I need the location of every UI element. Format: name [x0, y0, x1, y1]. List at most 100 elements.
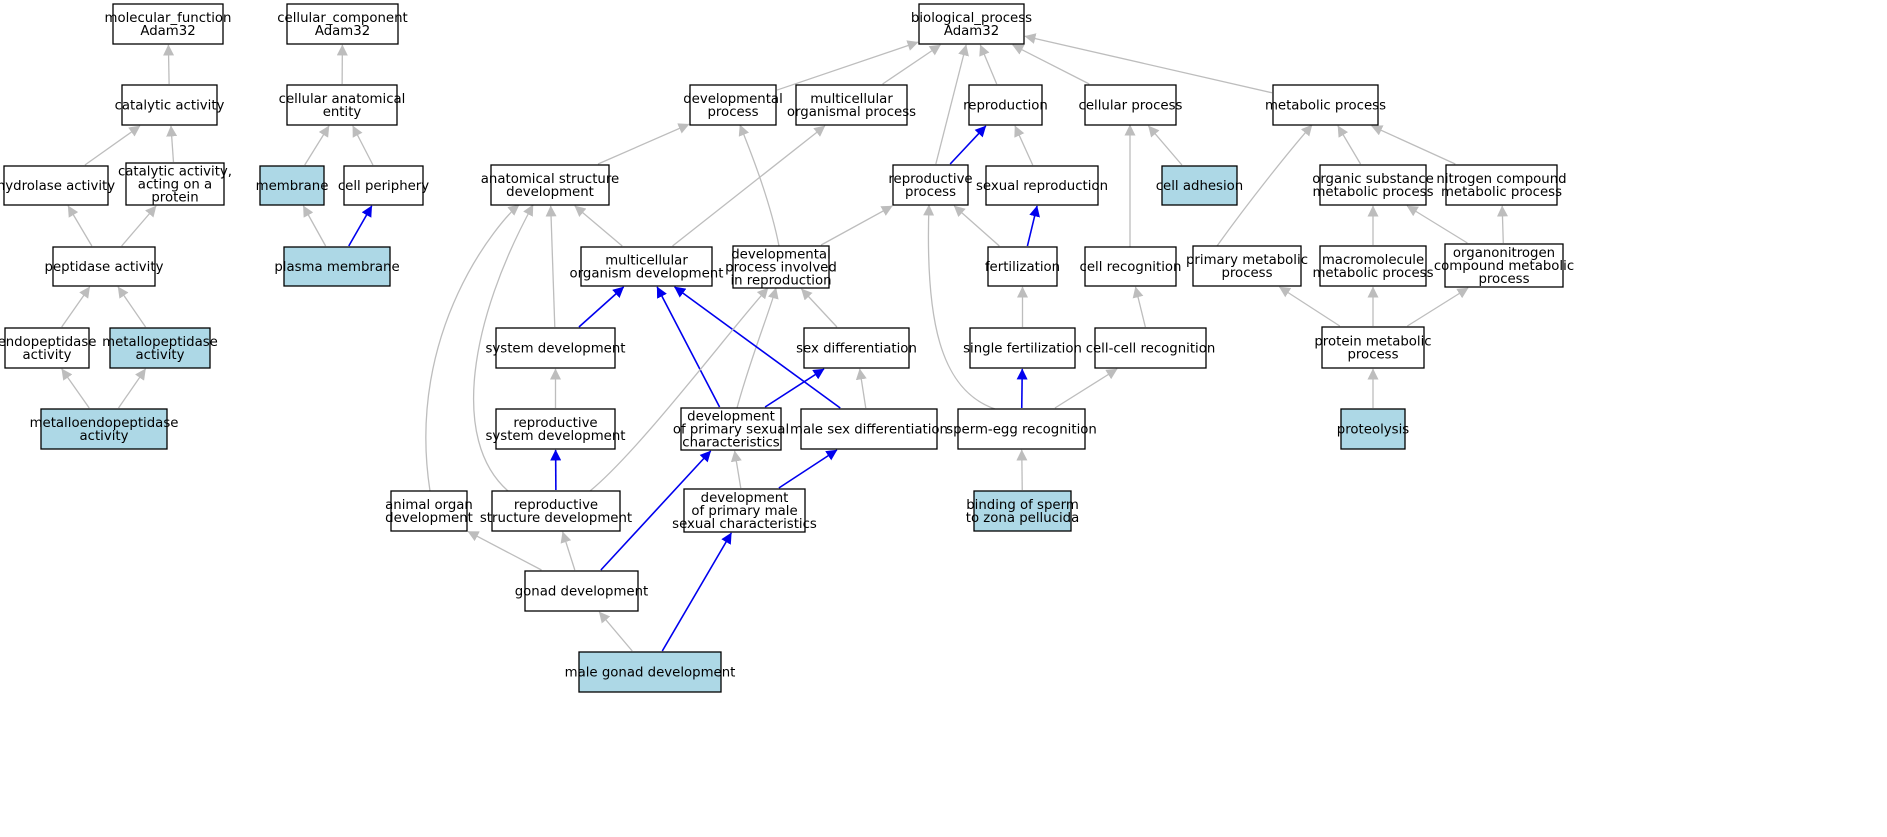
node-label-line: acting on a — [138, 178, 212, 193]
node-label-line: of primary male — [691, 504, 797, 519]
node-label-line: sexual characteristics — [672, 517, 817, 532]
node-box — [580, 246, 713, 287]
node-box — [918, 3, 1025, 45]
edge-cellproc-to-bp — [1012, 44, 1090, 85]
node-label-line: process — [1221, 266, 1272, 281]
node-membrane[interactable]: membrane — [256, 165, 329, 206]
node-label-line: cell adhesion — [1156, 179, 1244, 194]
node-box — [985, 165, 1099, 206]
node-celladh[interactable]: cell adhesion — [1156, 165, 1244, 206]
node-proteolysis[interactable]: proteolysis — [1337, 408, 1409, 450]
edge-spermegg-to-reproproc — [923, 204, 996, 410]
node-sysdev[interactable]: system development — [485, 327, 626, 369]
node-label-line: male gonad development — [565, 666, 736, 681]
node-box — [286, 3, 399, 45]
node-label-line: cell-cell recognition — [1086, 342, 1216, 357]
node-spermegg[interactable]: sperm-egg recognition — [946, 408, 1097, 450]
node-box — [1321, 326, 1425, 369]
node-malegonad[interactable]: male gonad development — [565, 651, 736, 693]
edge-reprostruct-to-devrepro — [589, 287, 769, 492]
node-label-line: animal organ — [385, 498, 473, 513]
node-malesexdiff[interactable]: male sex differentiation — [790, 408, 948, 450]
node-singlefert[interactable]: single fertilization — [963, 327, 1082, 369]
edge-malesexdiff-to-sexdiff — [855, 368, 867, 409]
node-gonaddev[interactable]: gonad development — [515, 570, 649, 612]
edge-catprot-to-catalytic — [166, 125, 178, 163]
node-box — [491, 490, 621, 532]
node-metab[interactable]: metabolic process — [1265, 84, 1386, 126]
node-box — [112, 3, 224, 45]
edge-reproproc-to-bp — [935, 44, 969, 165]
node-box — [987, 246, 1058, 287]
node-repro[interactable]: reproduction — [963, 84, 1048, 126]
node-label-line: development — [687, 410, 775, 425]
node-cellper[interactable]: cell periphery — [338, 165, 429, 206]
edge-plasmamem-to-membrane — [302, 205, 327, 247]
node-cellrec[interactable]: cell recognition — [1080, 246, 1182, 287]
node-label-line: protein metabolic — [1314, 335, 1431, 350]
edge-catalytic-to-mf — [163, 44, 175, 85]
node-label-line: metabolic process — [1312, 266, 1433, 281]
node-peptidase[interactable]: peptidase activity — [45, 246, 164, 287]
node-sexrepro[interactable]: sexual reproduction — [976, 165, 1108, 206]
node-label-line: metabolic process — [1265, 99, 1386, 114]
node-box — [3, 165, 109, 206]
node-box — [52, 246, 156, 287]
node-catalytic[interactable]: catalytic activity — [115, 84, 225, 126]
node-box — [495, 408, 616, 450]
edge-sysdev-to-multidev — [578, 286, 625, 328]
node-label-line: nitrogen compound — [1436, 172, 1566, 187]
node-label-line: to zona pellucida — [966, 511, 1080, 526]
edge-metalloendo-to-endopep — [61, 368, 90, 409]
edge-organonitro-to-nitro — [1496, 205, 1508, 244]
edge-peptidase-to-catprot — [121, 205, 157, 247]
node-cellproc[interactable]: cellular process — [1079, 84, 1183, 126]
node-plasmamem[interactable]: plasma membrane — [274, 246, 400, 287]
node-label-line: endopeptidase — [0, 335, 96, 350]
edge-fert-to-sexrepro — [1026, 205, 1040, 247]
node-box — [343, 165, 424, 206]
node-label-line: catalytic activity — [115, 99, 225, 114]
edge-sexrepro-to-repro — [1014, 125, 1034, 166]
node-fert[interactable]: fertilization — [985, 246, 1060, 287]
node-box — [1272, 84, 1379, 126]
node-cellcell[interactable]: cell-cell recognition — [1086, 327, 1216, 369]
edge-cellper-to-cae — [352, 125, 374, 166]
edge-devprimmale-to-devprimsex — [730, 450, 742, 489]
node-label-line: reproductive — [888, 172, 972, 187]
node-sexdiff[interactable]: sex differentiation — [796, 327, 917, 369]
node-hydrolase[interactable]: hydrolase activity — [0, 165, 115, 206]
edge-anatdev-to-devproc — [597, 123, 690, 165]
edge-devproc-to-bp — [776, 40, 919, 91]
edge-endopep-to-peptidase — [61, 286, 91, 328]
node-label-line: Adam32 — [315, 24, 370, 39]
node-label-line: cellular anatomical — [279, 92, 406, 107]
node-label-line: structure development — [480, 511, 632, 526]
